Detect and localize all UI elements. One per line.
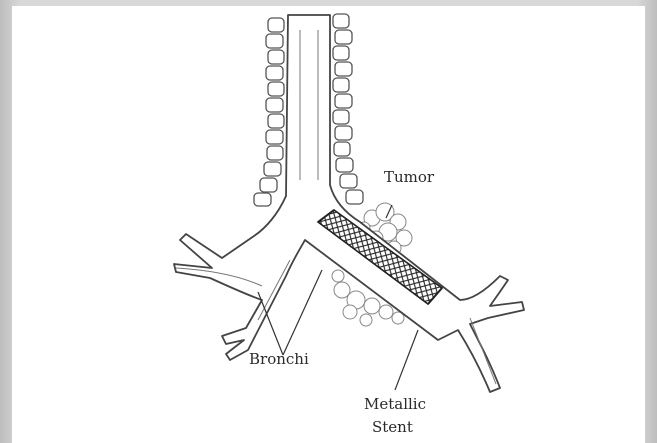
- bronchi-label: Bronchi: [249, 350, 309, 368]
- trachea-cartilage-left: [254, 18, 284, 206]
- tumor-label: Tumor: [384, 168, 434, 186]
- trachea-cartilage-right: [333, 14, 363, 204]
- stent-leader-line: [395, 330, 418, 390]
- metallic-stent-label-line1: Metallic: [364, 395, 426, 413]
- bronchi-leader-line-right: [283, 270, 322, 355]
- metallic-stent-label-line2: Stent: [372, 418, 413, 436]
